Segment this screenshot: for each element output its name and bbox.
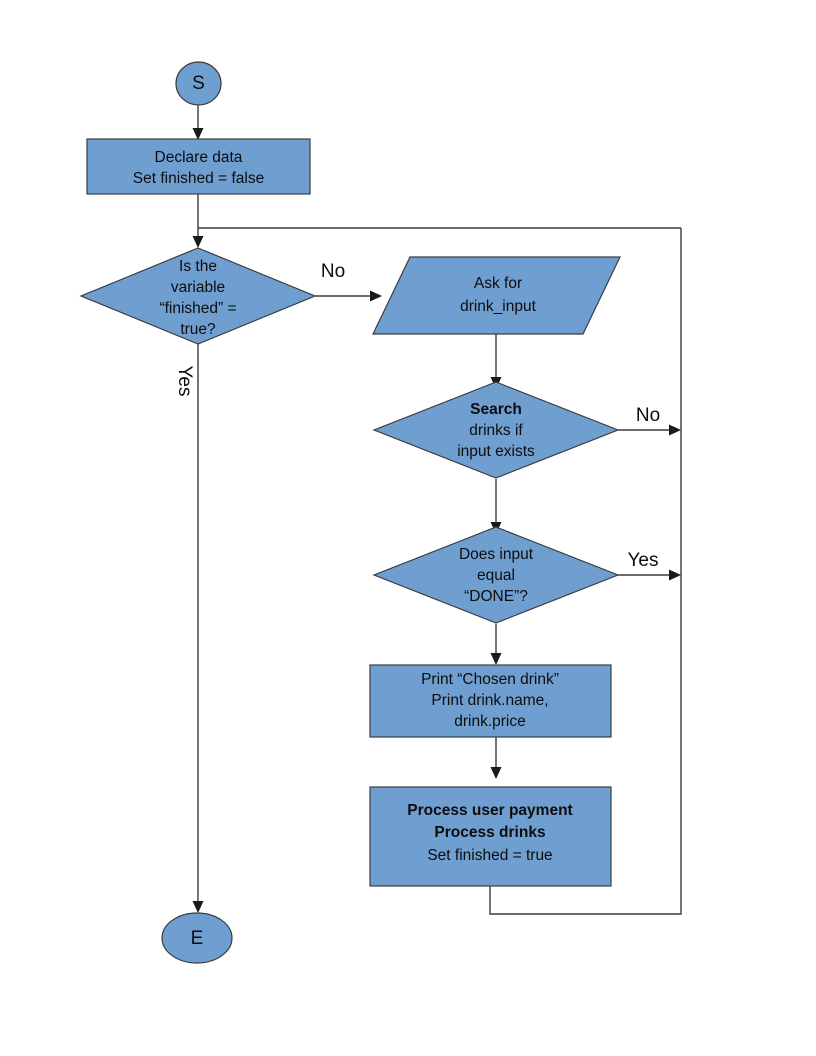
search-drinks-line-2: drinks if (469, 422, 523, 439)
done-check-line-2: equal (477, 567, 515, 584)
node-declare-data[interactable]: Declare data Set finished = false (86, 138, 311, 195)
edge-search-to-done-check (490, 479, 502, 534)
edge-finished-no-to-ask-input (315, 290, 382, 302)
edge-ask-input-to-search (490, 334, 502, 389)
edge-label-finished-yes: Yes (174, 366, 195, 397)
done-check-diamond (372, 526, 620, 624)
print-drink-line-2: Print drink.name, (431, 692, 548, 709)
node-process-payment[interactable]: Process user payment Process drinks Set … (369, 786, 612, 887)
edge-declare-to-finished-check (192, 194, 204, 248)
node-end[interactable]: E (161, 912, 233, 964)
finished-check-line-3: “finished” = (159, 300, 236, 317)
edge-process-to-loopback (489, 228, 682, 915)
done-check-line-1: Does input (459, 546, 534, 563)
finished-check-line-4: true? (180, 321, 216, 338)
node-ask-input[interactable]: Ask for drink_input (372, 256, 621, 335)
print-drink-line-3: drink.price (454, 713, 526, 730)
search-drinks-line-1: Search (470, 401, 522, 418)
start-ellipse (175, 61, 222, 106)
edge-done-check-to-print (490, 624, 502, 665)
node-print-drink[interactable]: Print “Chosen drink” Print drink.name, d… (369, 664, 612, 738)
print-drink-line-1: Print “Chosen drink” (421, 671, 559, 688)
node-start[interactable]: S (175, 61, 222, 106)
process-payment-line-3: Set finished = true (427, 847, 552, 864)
edge-done-yes-to-rail (618, 569, 681, 581)
ask-input-line-2: drink_input (460, 298, 537, 315)
edge-label-search-no: No (636, 405, 660, 426)
node-finished-check[interactable]: Is the variable “finished” = true? (79, 247, 317, 345)
edge-label-finished-no: No (321, 261, 345, 282)
finished-check-line-2: variable (171, 279, 225, 296)
declare-data-rect (86, 138, 311, 195)
ask-input-line-1: Ask for (474, 275, 522, 292)
finished-check-line-1: Is the (179, 258, 217, 275)
end-label: E (191, 928, 204, 949)
end-ellipse (161, 912, 233, 964)
edge-finished-yes-to-end (192, 344, 204, 913)
finished-check-diamond (79, 247, 317, 345)
declare-data-line-2: Set finished = false (133, 170, 264, 187)
print-drink-rect (369, 664, 612, 738)
edge-label-done-yes: Yes (628, 550, 659, 571)
edge-print-to-process (490, 737, 502, 779)
start-label: S (192, 73, 205, 94)
ask-input-parallelogram (372, 256, 621, 335)
done-check-line-3: “DONE”? (464, 588, 528, 605)
search-drinks-line-3: input exists (457, 443, 535, 460)
process-payment-line-1: Process user payment (407, 802, 572, 819)
edge-start-to-declare (192, 105, 204, 140)
node-search-drinks[interactable]: Search drinks if input exists (372, 381, 620, 479)
search-drinks-diamond (372, 381, 620, 479)
declare-data-line-1: Declare data (155, 149, 243, 166)
process-payment-line-2: Process drinks (434, 824, 545, 841)
node-done-check[interactable]: Does input equal “DONE”? (372, 526, 620, 624)
edge-search-no-to-rail (618, 424, 681, 436)
process-payment-rect (369, 786, 612, 887)
